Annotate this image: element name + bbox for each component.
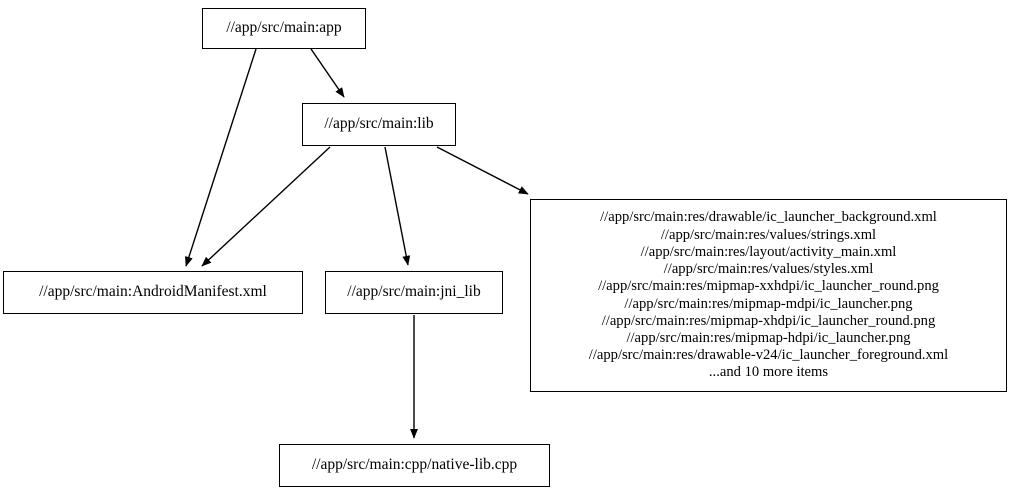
- graph-node-android-manifest-label: //app/src/main:AndroidManifest.xml: [39, 283, 267, 301]
- edge-lib-to-manifest: [201, 146, 331, 267]
- graph-node-app-label: //app/src/main:app: [226, 19, 342, 37]
- edge-lib-to-res: [436, 146, 529, 195]
- edge-app-to-manifest: [185, 48, 257, 267]
- graph-node-lib-label: //app/src/main:lib: [324, 115, 434, 133]
- graph-node-res-group[interactable]: //app/src/main:res/drawable/ic_launcher_…: [530, 199, 1007, 392]
- graph-node-jni-lib-label: //app/src/main:jni_lib: [347, 283, 481, 301]
- graph-node-res-group-label: //app/src/main:res/drawable/ic_launcher_…: [588, 209, 949, 381]
- graph-node-app[interactable]: //app/src/main:app: [202, 8, 366, 49]
- graph-node-android-manifest[interactable]: //app/src/main:AndroidManifest.xml: [3, 271, 303, 314]
- edge-app-to-lib: [310, 48, 345, 98]
- graph-node-native-lib-cpp-label: //app/src/main:cpp/native-lib.cpp: [311, 456, 518, 474]
- graph-node-jni-lib[interactable]: //app/src/main:jni_lib: [325, 271, 503, 314]
- edge-lib-to-jni-lib: [384, 146, 411, 266]
- graph-node-lib[interactable]: //app/src/main:lib: [302, 103, 456, 146]
- graph-node-native-lib-cpp[interactable]: //app/src/main:cpp/native-lib.cpp: [279, 444, 550, 487]
